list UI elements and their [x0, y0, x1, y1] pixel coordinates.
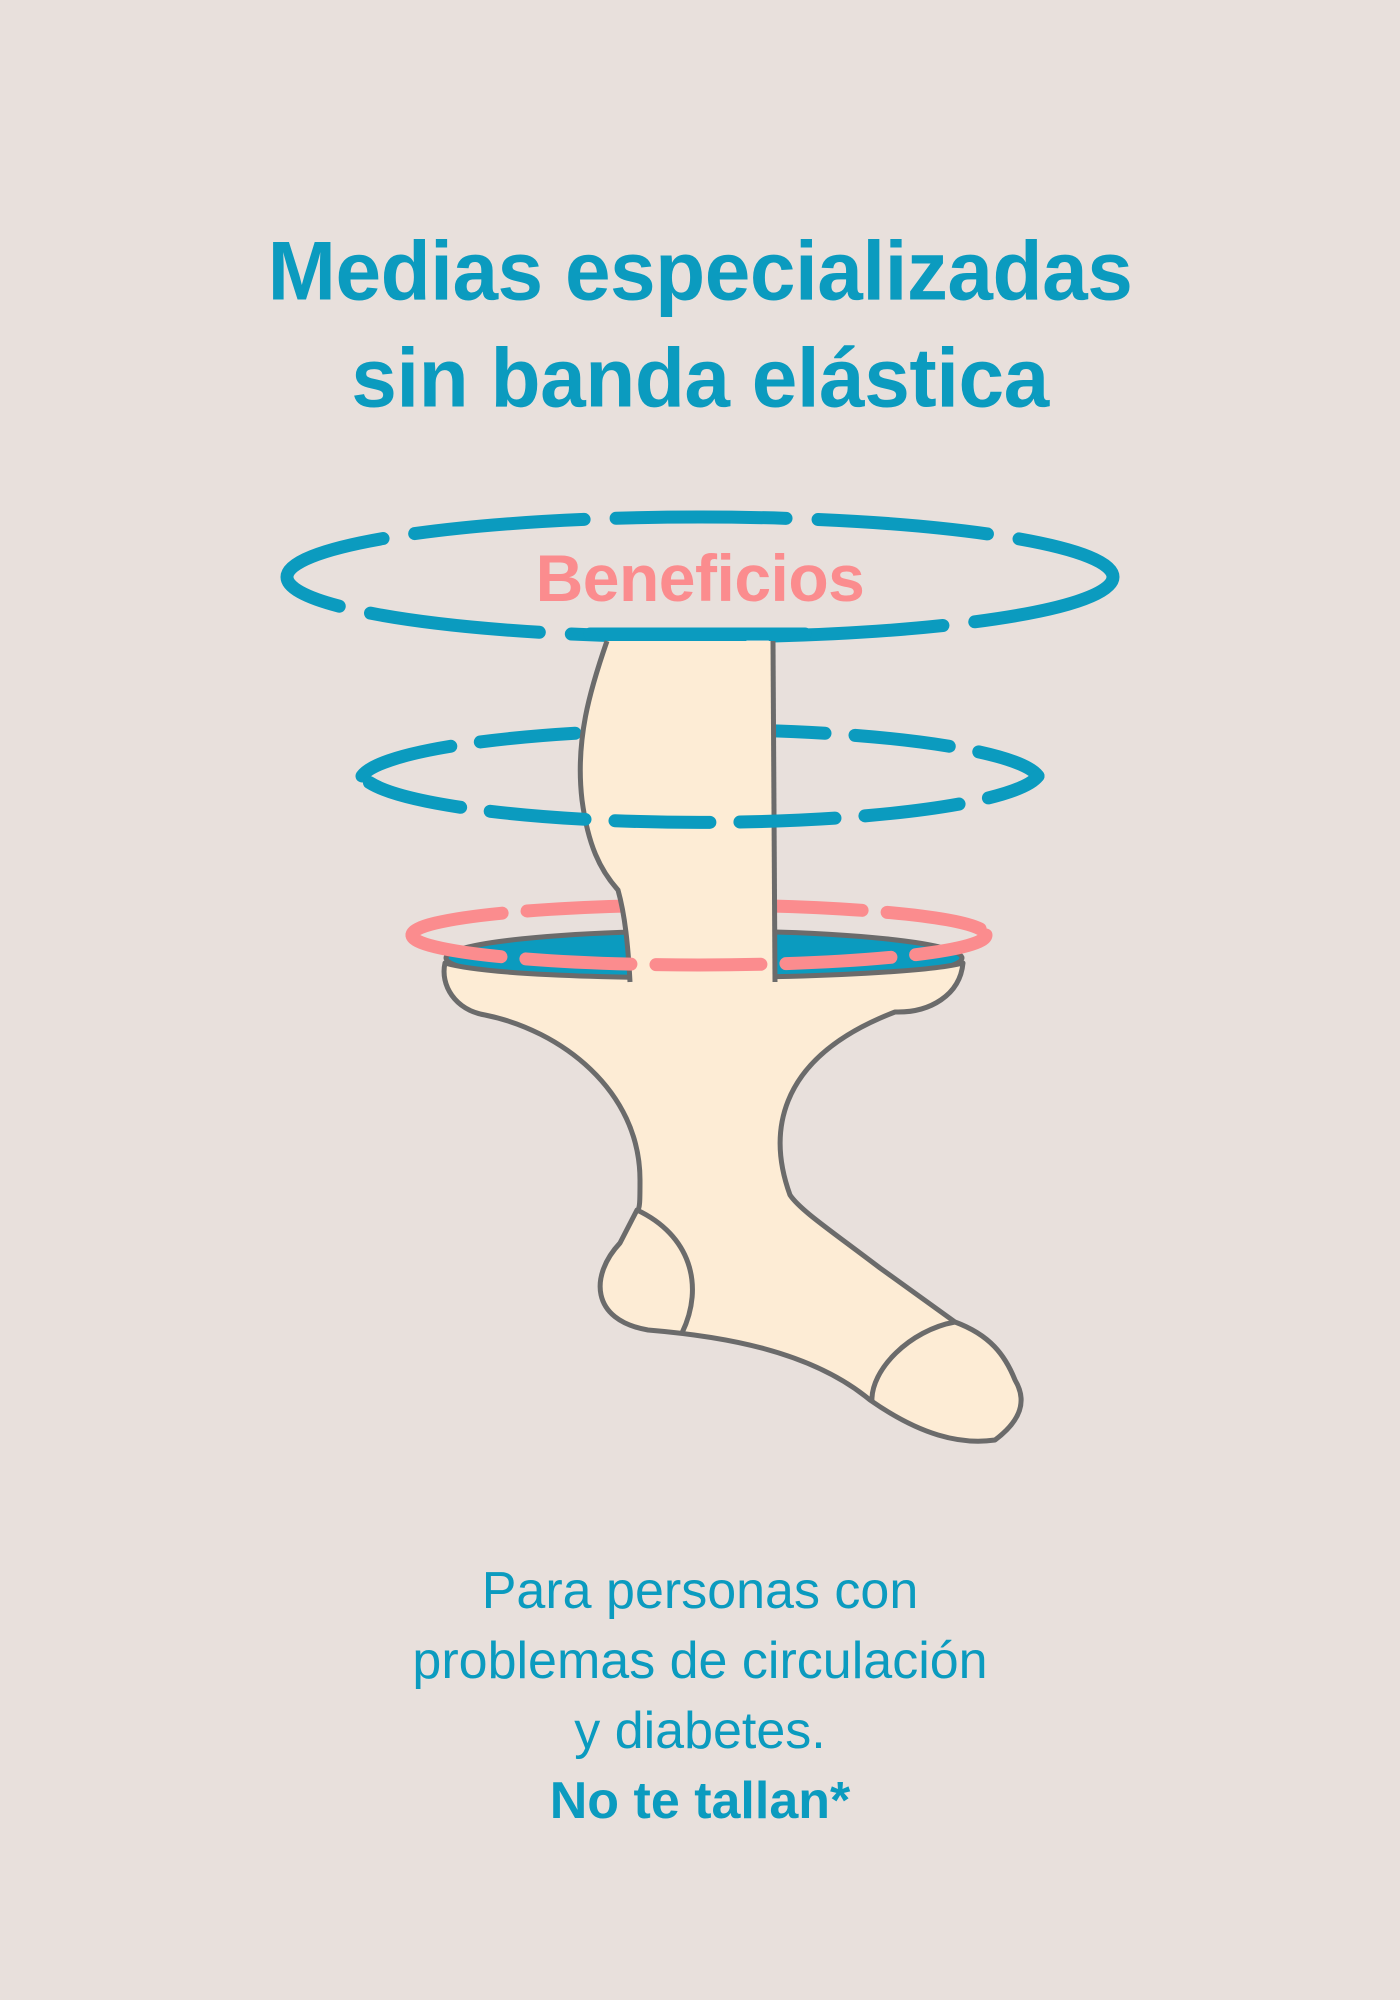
benefits-label: Beneficios — [535, 541, 865, 615]
subtitle-block: Para personas con problemas de circulaci… — [0, 1556, 1400, 1836]
sock-icon — [441, 960, 1024, 1444]
subtitle-emphasis: No te tallan* — [549, 1772, 851, 1830]
pink-ring-front-icon — [405, 928, 993, 972]
page-title: Medias especializadas sin banda elástica — [0, 218, 1400, 432]
subtitle-line-2: problemas de circulación — [412, 1632, 988, 1690]
leg-icon — [577, 640, 778, 983]
middle-ring-front-icon — [355, 769, 1045, 829]
subtitle-line-3: y diabetes. — [574, 1702, 826, 1760]
subtitle-line-1: Para personas con — [481, 1562, 919, 1620]
title-line-2: sin banda elástica — [351, 332, 1049, 425]
title-line-1: Medias especializadas — [267, 224, 1133, 318]
